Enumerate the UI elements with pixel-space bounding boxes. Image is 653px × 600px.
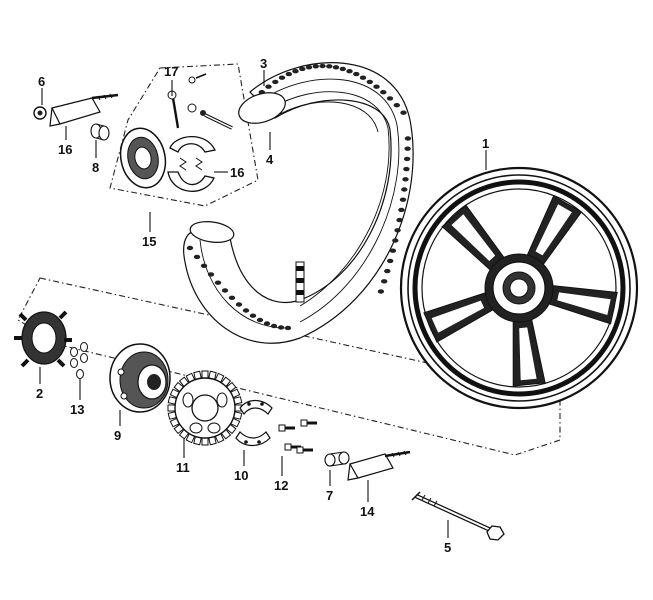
callout-17: 17 xyxy=(164,64,178,79)
tread-block xyxy=(387,258,394,264)
tread-block xyxy=(402,177,409,182)
callout-13: 13 xyxy=(70,402,84,417)
callout-1: 1 xyxy=(482,136,489,151)
tread-block xyxy=(403,166,410,172)
tread-block xyxy=(270,323,278,329)
callout-10: 10 xyxy=(234,468,248,483)
tread-block xyxy=(346,69,353,74)
tread-block xyxy=(249,313,257,318)
wheel-spoke-slot xyxy=(431,300,485,333)
tread-block xyxy=(380,90,387,95)
brake-group-outline xyxy=(109,63,259,207)
tread-block xyxy=(394,228,401,233)
tread-block xyxy=(353,71,360,77)
tread-block xyxy=(399,197,407,202)
tread-block xyxy=(339,66,346,72)
lock-washers xyxy=(235,399,273,447)
chain-adjuster-left xyxy=(49,93,119,127)
tread-block xyxy=(393,103,400,108)
sprocket xyxy=(167,370,243,446)
tread-block xyxy=(404,136,412,141)
tire-tread xyxy=(186,63,412,331)
tread-block xyxy=(377,289,385,294)
tread-block xyxy=(235,302,243,307)
leader-lines xyxy=(39,70,487,538)
callout-11: 11 xyxy=(176,460,190,475)
tread-block xyxy=(284,325,292,331)
tread-block xyxy=(400,110,407,115)
tread-block xyxy=(265,84,272,89)
damper-rubber xyxy=(14,310,72,368)
tread-block xyxy=(186,245,194,251)
wheel-spokes xyxy=(423,195,618,387)
tread-block xyxy=(381,279,388,284)
tread-block xyxy=(319,63,326,69)
tread-block xyxy=(359,75,367,80)
callout-4: 4 xyxy=(266,152,274,167)
tread-block xyxy=(200,263,208,268)
callout-7: 7 xyxy=(326,488,333,503)
valve-stem xyxy=(295,261,305,303)
wheel-spoke-slot xyxy=(557,292,611,315)
tread-block xyxy=(404,146,411,151)
spacer-7 xyxy=(324,451,350,467)
spacer-8 xyxy=(90,123,110,141)
callout-5: 5 xyxy=(444,540,451,555)
callout-6: 6 xyxy=(38,74,45,89)
tread-block xyxy=(396,217,403,223)
tread-block xyxy=(272,79,279,85)
axle xyxy=(411,491,505,541)
tread-block xyxy=(332,65,340,70)
tread-block xyxy=(228,295,236,300)
tread-block xyxy=(305,65,313,70)
callout-14: 14 xyxy=(360,504,375,519)
tread-block xyxy=(386,96,394,101)
wheel-spoke-slot xyxy=(451,214,496,261)
tread-block xyxy=(326,64,333,69)
tread-block xyxy=(256,317,264,323)
tread-block xyxy=(285,71,292,77)
sprocket-hub xyxy=(109,343,171,413)
tread-block xyxy=(403,156,411,162)
tread-block xyxy=(366,79,373,85)
brake-panel xyxy=(119,127,167,189)
tread-block xyxy=(263,321,271,326)
callout-9: 9 xyxy=(114,428,121,443)
callout-2: 2 xyxy=(36,386,43,401)
tread-block xyxy=(398,207,405,213)
nut xyxy=(33,106,47,120)
wheel-spoke-slot xyxy=(519,327,537,381)
tread-block xyxy=(312,64,319,69)
callout-16-left: 16 xyxy=(58,142,72,157)
tread-block xyxy=(214,280,222,285)
tread-block xyxy=(242,308,250,313)
callout-8: 8 xyxy=(92,160,99,175)
collars xyxy=(70,342,88,379)
tread-block xyxy=(207,272,215,277)
tread-block xyxy=(278,75,286,80)
tread-block xyxy=(389,248,397,253)
wheel-rim xyxy=(399,166,639,410)
callout-16-right: 16 xyxy=(230,165,244,180)
tread-block xyxy=(401,187,408,192)
tread-block xyxy=(277,325,285,330)
callout-12: 12 xyxy=(274,478,288,493)
tread-block xyxy=(299,66,306,72)
bolts xyxy=(278,419,317,454)
tire xyxy=(183,62,414,344)
callout-15: 15 xyxy=(142,234,156,249)
tread-block xyxy=(392,238,399,243)
tread-block xyxy=(292,69,299,74)
wheel-spoke-slot xyxy=(535,204,572,256)
tread-block xyxy=(193,254,201,260)
brake-cam-lever xyxy=(167,73,233,130)
chain-adjuster-right xyxy=(347,450,411,481)
tread-block xyxy=(221,288,229,293)
brake-shoes xyxy=(167,136,216,192)
callout-3: 3 xyxy=(260,56,267,71)
tread-block xyxy=(373,84,380,89)
tread-block xyxy=(384,268,391,274)
